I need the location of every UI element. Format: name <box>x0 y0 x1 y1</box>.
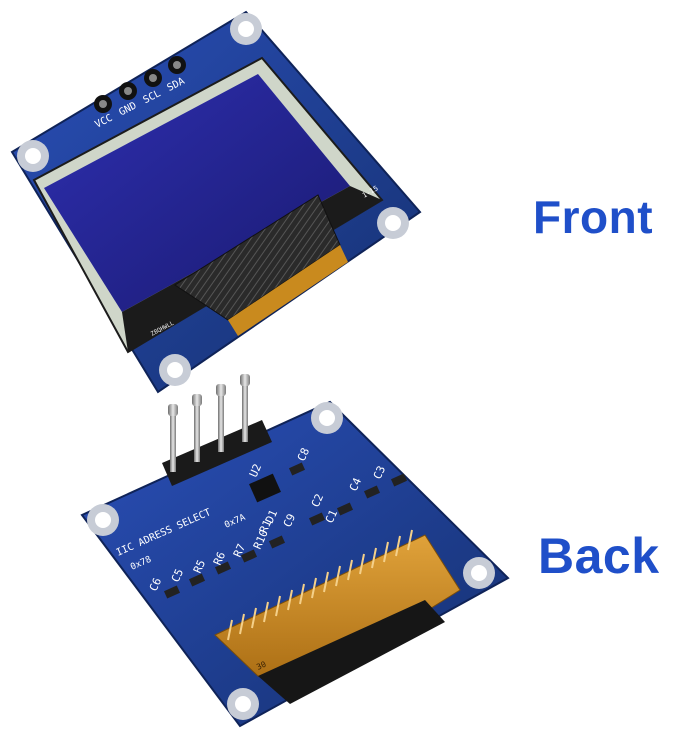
front-label: Front <box>533 191 654 243</box>
label-r5: R5 <box>191 558 208 575</box>
back-label: Back <box>538 528 660 584</box>
label-u2: U2 <box>247 462 264 479</box>
flex-mark: 30 <box>255 660 268 672</box>
flex-contacts <box>227 529 413 641</box>
label-c5: C5 <box>169 567 186 584</box>
label-c8: C8 <box>295 446 312 463</box>
front-ribbon-tab <box>228 245 348 336</box>
oled-screen <box>44 74 350 312</box>
label-c3: C3 <box>371 464 388 481</box>
flex-black-band <box>258 600 445 704</box>
regulator-chip <box>249 473 281 503</box>
front-pin-header <box>94 56 186 113</box>
label-r6: R6 <box>211 550 228 567</box>
label-c1: C1 <box>323 508 340 525</box>
back-mounting-holes <box>87 402 495 720</box>
label-c2: C2 <box>309 492 326 509</box>
front-module: VCC GND SCL SDA 1-15 ZBQHWLL <box>10 10 422 394</box>
label-c4: C4 <box>347 475 364 493</box>
label-r7: R7 <box>231 542 248 559</box>
label-r1: R1 <box>257 518 274 535</box>
back-module: IIC ADRESS SELECT 0x78 0x7A U2 C8 C4 C3 … <box>80 374 510 728</box>
label-d1: D1 <box>263 508 280 525</box>
label-c6: C6 <box>147 576 164 593</box>
smd-components <box>163 462 408 599</box>
label-c9: C9 <box>281 512 298 529</box>
component-labels-top: U2 C8 C4 C3 C2 C1 <box>247 446 388 525</box>
front-mounting-holes <box>17 13 409 386</box>
back-pin-header <box>162 374 272 486</box>
